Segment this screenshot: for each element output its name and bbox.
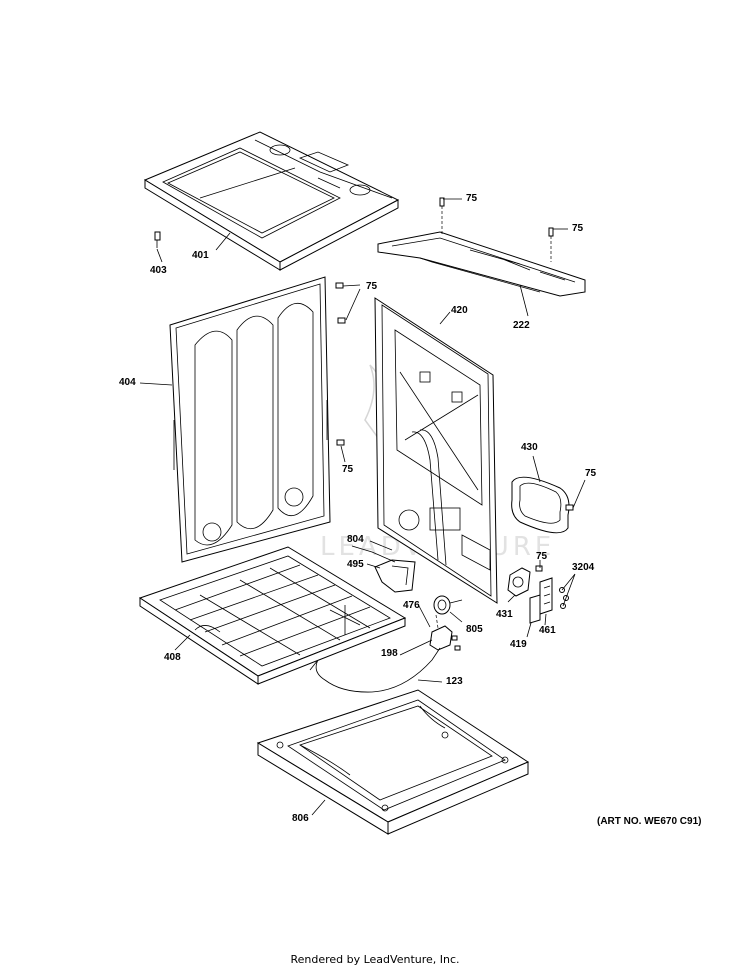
part-420-rear-panel[interactable] [374, 297, 498, 604]
leader-lines [139, 198, 586, 816]
label-401: 401 [192, 250, 209, 261]
label-198: 198 [381, 648, 398, 659]
label-476: 476 [403, 600, 420, 611]
part-222-bracket[interactable] [377, 231, 586, 297]
label-431: 431 [496, 609, 513, 620]
label-420: 420 [451, 305, 468, 316]
part-431-switch[interactable] [507, 567, 531, 597]
screw-75-side-c[interactable] [336, 439, 345, 446]
screws-198[interactable] [451, 635, 461, 651]
screw-75-duct[interactable] [565, 504, 574, 511]
label-75: 75 [366, 281, 378, 292]
label-419: 419 [510, 639, 527, 650]
part-403-screw[interactable] [154, 231, 161, 248]
label-123: 123 [446, 676, 463, 687]
part-495-bracket[interactable] [374, 559, 416, 593]
label-3204: 3204 [572, 562, 595, 573]
label-495: 495 [347, 559, 364, 570]
label-403: 403 [150, 265, 167, 276]
part-408-base[interactable] [138, 546, 407, 685]
part-430-duct[interactable] [511, 476, 570, 534]
label-408: 408 [164, 652, 181, 663]
label-805: 805 [466, 624, 483, 635]
screw-75-side-a[interactable] [335, 282, 344, 289]
label-75: 75 [536, 551, 548, 562]
part-404-side-panel[interactable] [169, 276, 331, 563]
label-804: 804 [347, 534, 364, 545]
label-806: 806 [292, 813, 309, 824]
part-476-thermostat[interactable] [429, 614, 453, 651]
label-461: 461 [539, 625, 556, 636]
part-401-top-cover[interactable] [143, 131, 400, 271]
screw-75-switch[interactable] [535, 565, 543, 572]
part-419-block[interactable] [529, 594, 541, 624]
label-430: 430 [521, 442, 538, 453]
screw-75-side-b[interactable] [337, 317, 346, 324]
label-75: 75 [466, 193, 478, 204]
screws-3204[interactable] [559, 587, 569, 609]
screw-75-upper[interactable] [439, 197, 445, 234]
label-222: 222 [513, 320, 530, 331]
label-75: 75 [342, 464, 354, 475]
label-75: 75 [572, 223, 584, 234]
screw-75-right[interactable] [548, 227, 554, 262]
part-805-knob[interactable] [433, 595, 463, 615]
label-75: 75 [585, 468, 597, 479]
art-number: (ART NO. WE670 C91) [597, 816, 702, 827]
part-804-harness[interactable] [351, 545, 396, 563]
label-404: 404 [119, 377, 136, 388]
part-806-base-frame[interactable] [256, 689, 530, 835]
part-461-terminal[interactable] [539, 577, 553, 615]
footer-credit: Rendered by LeadVenture, Inc. [290, 953, 460, 966]
part-123-wire[interactable] [309, 647, 441, 693]
